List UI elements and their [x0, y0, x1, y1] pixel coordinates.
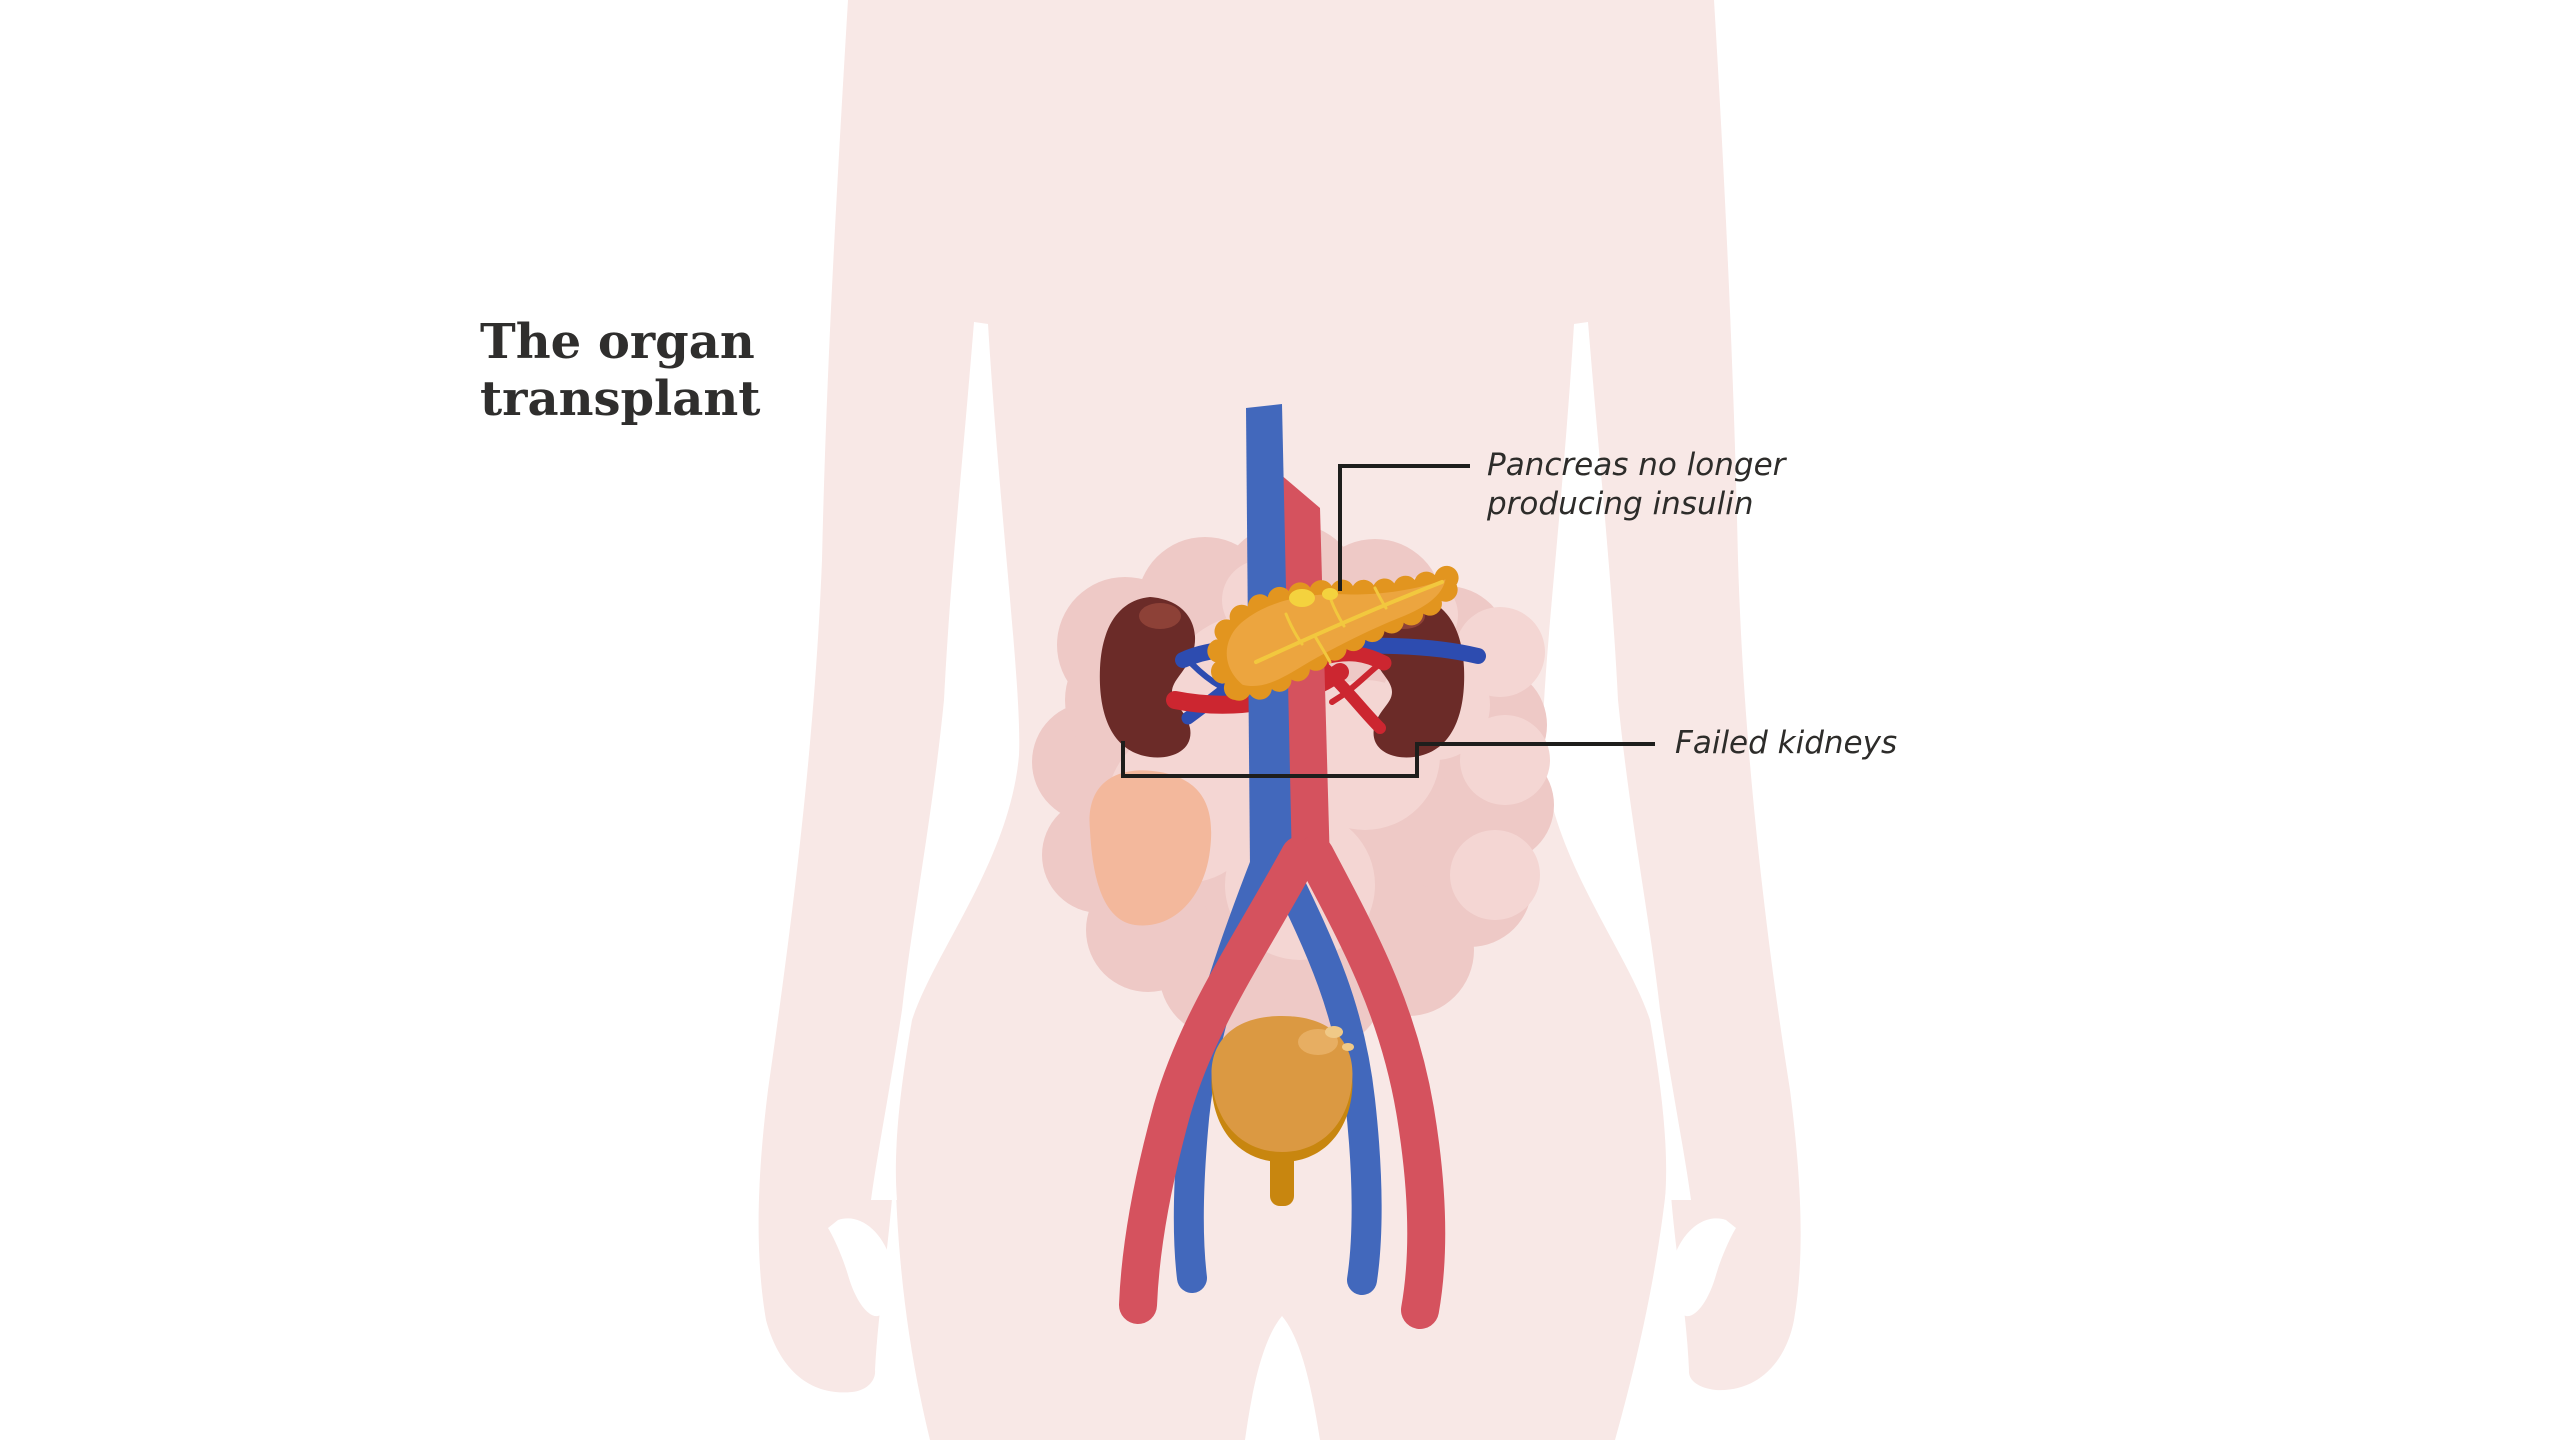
pancreatic-ducts: [1254, 580, 1444, 664]
kidneys-leader-line: [1121, 741, 1655, 778]
pancreas: [1207, 557, 1469, 702]
right-hand-notch: [1669, 1218, 1736, 1317]
pancreas-annotation-line2: producing insulin: [1487, 486, 1754, 522]
pancreas-highlight-dots: [1289, 588, 1338, 607]
left-hand-notch: [828, 1218, 895, 1317]
right-kidney-body: [1368, 597, 1465, 758]
pancreas-leader-line: [1338, 464, 1470, 591]
leader-lines: [1121, 464, 1655, 778]
urethra-stem: [1270, 1150, 1294, 1206]
page-title: The organ transplant: [480, 314, 810, 428]
left-arm-gap: [871, 322, 1020, 1200]
left-kidney-body: [1099, 597, 1196, 758]
bladder-gloss-dots: [1325, 1026, 1354, 1051]
left-kidney: [1099, 597, 1196, 758]
left-kidney-highlight: [1139, 603, 1181, 629]
pancreas-annotation-line1: Pancreas no longer: [1487, 447, 1786, 483]
bladder: [1211, 1016, 1354, 1206]
iliac-arteries: [1119, 836, 1446, 1329]
stomach-blob: [1089, 770, 1212, 926]
page-title-line1: The organ: [480, 314, 755, 370]
page-title-line2: transplant: [480, 371, 761, 427]
pancreas-annotation: Pancreas no longer producing insulin: [1487, 446, 1787, 524]
kidneys-annotation-label: Failed kidneys: [1675, 725, 1898, 761]
right-arm-gap: [1542, 322, 1691, 1200]
kidneys-annotation: Failed kidneys: [1675, 724, 1897, 763]
pancreas-body: [1226, 579, 1446, 687]
